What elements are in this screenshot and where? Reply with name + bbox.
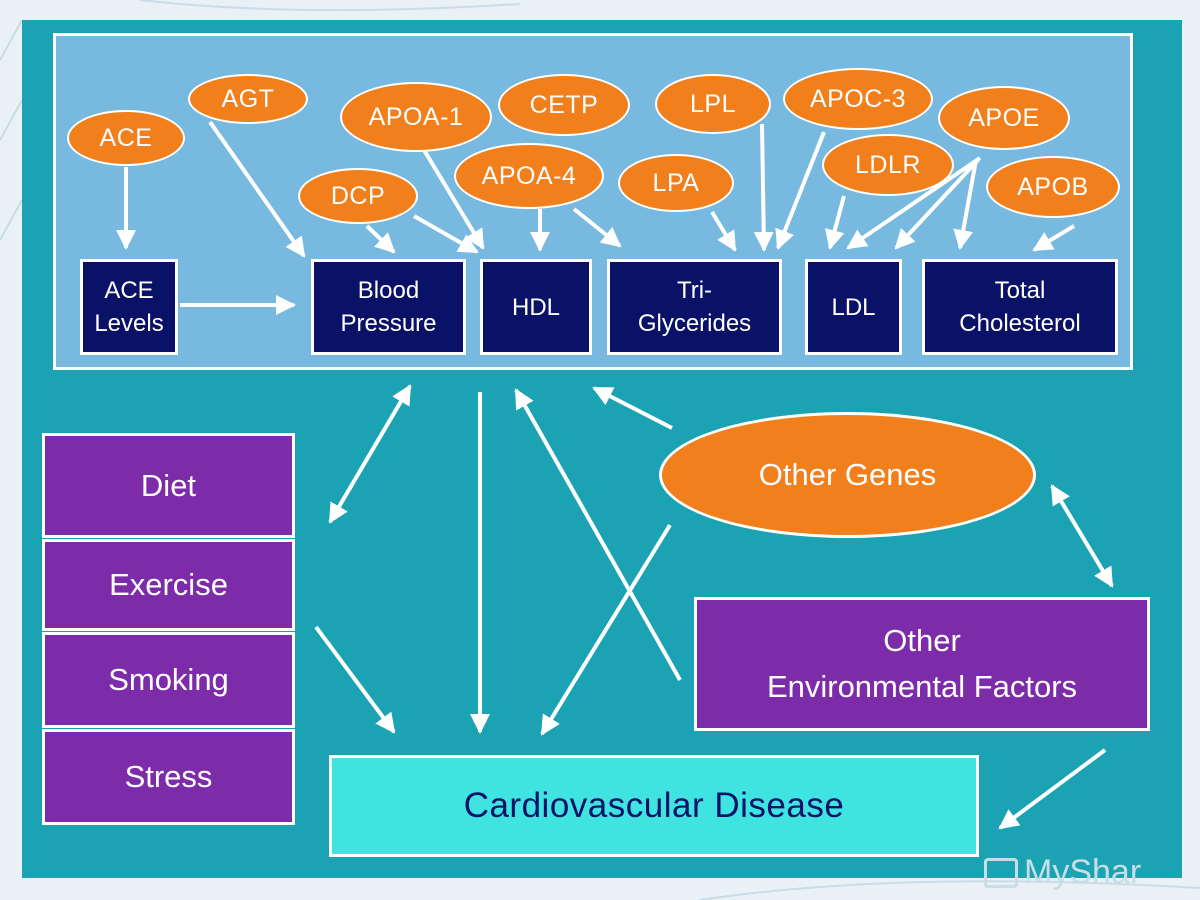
arrow-apoe-to-ldl-2 xyxy=(894,158,980,250)
arrow-agt-to-blood-pressure xyxy=(208,120,306,258)
watermark: MyShar xyxy=(984,853,1141,892)
arrow-apoc3-to-triglycerides xyxy=(775,131,826,250)
arrow-environment-to-cvd xyxy=(998,748,1107,830)
arrow-dcp-to-blood-pressure xyxy=(365,224,396,254)
risk-ldl: LDL xyxy=(805,259,902,355)
risk-hdl: HDL xyxy=(480,259,592,355)
other-genes-oval: Other Genes xyxy=(659,412,1036,538)
gene-lpl: LPL xyxy=(655,74,771,134)
risk-ace-levels: ACE Levels xyxy=(80,259,178,355)
gene-cetp: CETP xyxy=(498,74,630,136)
arrow-apoa1-to-hdl xyxy=(422,148,485,250)
gene-lpa: LPA xyxy=(618,154,734,212)
arrow-environment-to-panel xyxy=(514,388,682,681)
other-environmental-factors: Other Environmental Factors xyxy=(694,597,1150,731)
arrow-panel-lifestyle-bidirectional xyxy=(328,384,412,524)
arrow-apoe-to-ldl xyxy=(846,156,982,250)
risk-total-cholesterol: Total Cholesterol xyxy=(922,259,1118,355)
lifestyle-exercise: Exercise xyxy=(42,539,295,631)
arrow-lpl-to-triglycerides xyxy=(753,123,774,252)
arrow-other-genes-environment-bidirectional xyxy=(1050,484,1114,588)
arrow-layer xyxy=(116,120,1114,830)
gene-ace: ACE xyxy=(67,110,185,166)
arrow-lifestyle-to-cvd xyxy=(314,625,396,734)
watermark-logo-icon xyxy=(984,857,1018,888)
gene-apoa1: APOA-1 xyxy=(340,82,492,152)
lifestyle-diet: Diet xyxy=(42,433,295,538)
gene-apoe: APOE xyxy=(938,86,1070,150)
risk-blood-pressure: Blood Pressure xyxy=(311,259,466,355)
gene-ldlr: LDLR xyxy=(822,134,954,196)
lifestyle-smoking: Smoking xyxy=(42,632,295,728)
risk-triglycerides: Tri- Glycerides xyxy=(607,259,782,355)
arrow-other-genes-to-panel xyxy=(592,386,673,430)
gene-apob: APOB xyxy=(986,156,1120,218)
cardiovascular-disease: Cardiovascular Disease xyxy=(329,755,979,857)
gene-apoa4: APOA-4 xyxy=(454,143,604,209)
gene-agt: AGT xyxy=(188,74,308,124)
diagram-canvas: ACE AGT APOA-1 CETP LPL APOC-3 APOE DCP … xyxy=(22,20,1182,878)
arrow-lpa-to-triglycerides xyxy=(710,210,737,252)
arrow-apoa4-to-triglycerides xyxy=(572,207,622,248)
watermark-text: MyShar xyxy=(1024,853,1142,891)
arrow-other-genes-to-cvd xyxy=(540,523,672,736)
arrow-apoe-to-total-cholesterol xyxy=(953,159,978,250)
arrow-ldlr-to-ldl xyxy=(825,195,846,250)
gene-dcp: DCP xyxy=(298,168,418,224)
gene-apoc3: APOC-3 xyxy=(783,68,933,130)
lifestyle-stress: Stress xyxy=(42,729,295,825)
arrow-apob-to-total-cholesterol xyxy=(1032,224,1076,252)
